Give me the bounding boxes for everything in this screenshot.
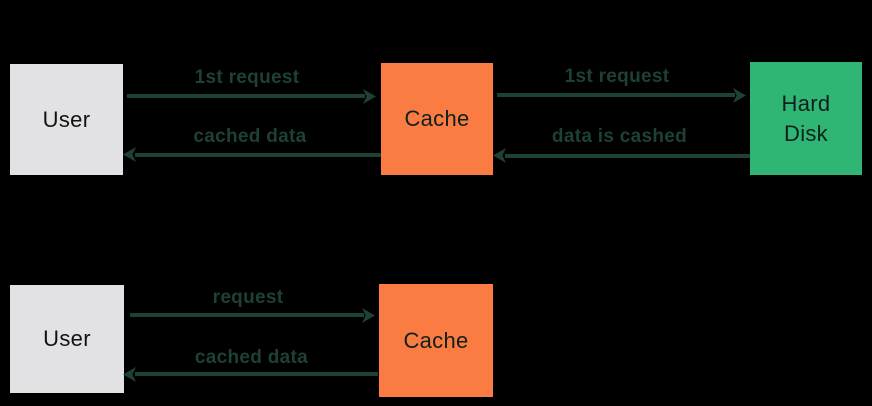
arrow-cache-to-user-line (135, 372, 378, 376)
arrow-user-to-cache-label: 1st request (194, 67, 300, 88)
arrow-cache-to-user-line (135, 153, 381, 157)
arrow-disk-to-cache-line (505, 154, 750, 158)
node-hard-disk: Hard Disk (750, 62, 862, 175)
node-cache-bottom: Cache (379, 284, 493, 397)
arrow-user-to-cache-line (127, 94, 365, 98)
node-user-bottom-label: User (43, 326, 91, 352)
node-cache-top-label: Cache (404, 106, 470, 132)
node-cache-top: Cache (381, 63, 493, 175)
arrow-disk-to-cache-label: data is cashed (551, 126, 688, 147)
arrow-user-to-cache-label: request (212, 287, 284, 308)
node-user-top-label: User (42, 106, 91, 132)
node-user-top: User (10, 64, 123, 175)
arrow-cache-to-user-label: cached data (193, 126, 307, 147)
arrow-cache-to-user-label: cached data (194, 347, 309, 368)
node-hard-disk-label: Hard Disk (781, 90, 831, 146)
node-cache-bottom-label: Cache (403, 327, 469, 353)
arrow-user-to-cache-line (130, 313, 364, 317)
arrow-cache-to-disk-line (497, 93, 735, 97)
node-user-bottom: User (10, 285, 124, 393)
arrow-cache-to-disk-label: 1st request (564, 66, 670, 87)
